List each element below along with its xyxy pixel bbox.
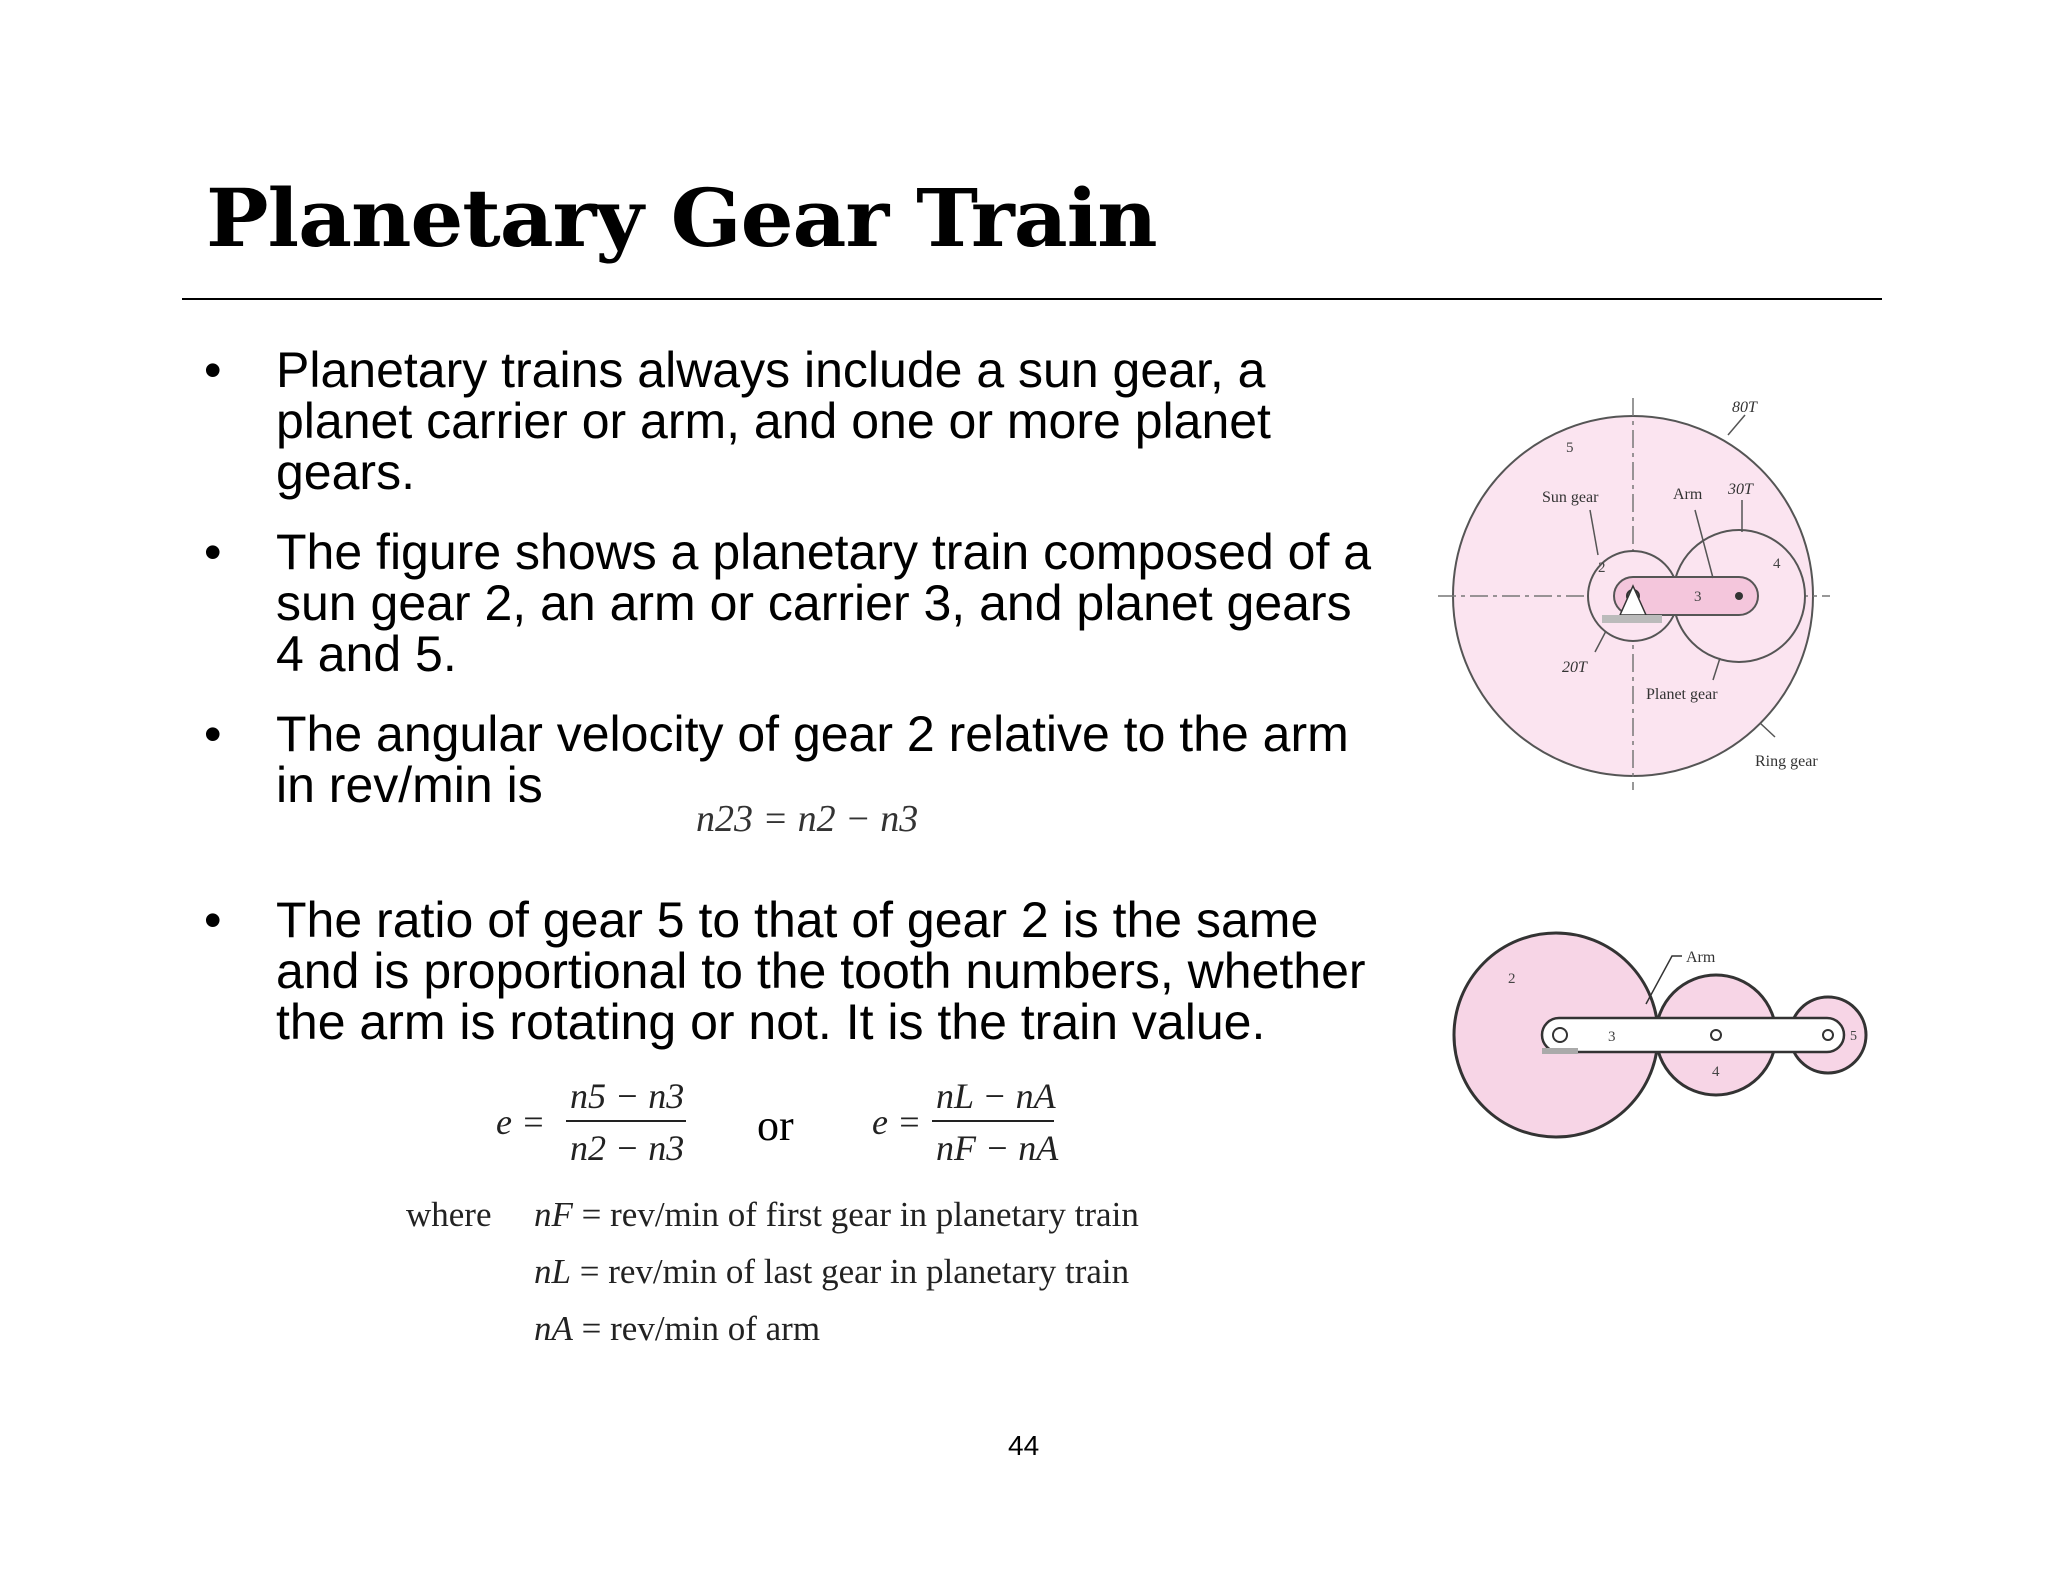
definition-symbol: nA [534,1309,573,1348]
label-gear4: 4 [1712,1064,1720,1080]
bullet-line: gears. [276,444,415,500]
equation-numerator: n5 − n3 [570,1076,685,1116]
bullet-marker: • [204,342,222,398]
fraction-bar [566,1120,686,1122]
label-arm: Arm [1673,486,1703,503]
label-gear2: 2 [1598,560,1606,576]
bullet-line: 4 and 5. [276,626,457,682]
title-divider [182,298,1882,300]
arrow-sun-gear [1589,509,1599,556]
equation-denominator: n2 − n3 [570,1128,685,1168]
bullet-item: • The ratio of gear 5 to that of gear 2 … [200,895,1366,1048]
arrow-ring-teeth [1727,414,1746,436]
arrow-ring-gear [1759,722,1776,738]
arm-pivot [1552,1027,1568,1043]
label-ring-teeth: 80T [1732,399,1758,416]
label-sun-teeth: 20T [1562,659,1588,676]
definition-symbol: nF [534,1195,573,1234]
label-gear2: 2 [1508,971,1516,987]
label-ring-gear: Ring gear [1755,753,1818,770]
label-gear3: 3 [1694,589,1702,605]
bullet-line: the arm is rotating or not. It is the tr… [276,994,1266,1050]
label-planet-teeth: 30T [1727,481,1754,498]
arm-link [1613,576,1759,616]
bullet-item: • The figure shows a planetary train com… [200,527,1371,680]
definition-text: = rev/min of arm [581,1309,821,1348]
label-arm: Arm [1686,949,1716,966]
bullet-marker: • [204,706,222,762]
bullet-marker: • [204,892,222,948]
arrow-sun-teeth [1594,630,1607,653]
definition-row: nF = rev/min of first gear in planetary … [534,1195,1139,1235]
bullet-line: Planetary trains always include a sun ge… [276,342,1266,398]
ground-hatch [1602,615,1662,623]
train-value-equation-2: e = nL − nA nF − nA [872,1075,1072,1175]
planetary-train-figure: 80T 5 Sun gear Arm 30T 2 3 4 20T Planet … [1438,398,1830,790]
fraction-bar [932,1120,1054,1122]
ground-hatch [1542,1048,1578,1054]
equation-lhs: e = [872,1102,922,1142]
definition-row: nA = rev/min of arm [534,1309,820,1349]
arm-link [1540,1016,1846,1054]
label-gear5: 5 [1850,1029,1857,1044]
bullet-line: in rev/min is [276,757,543,813]
arrow-arm [1694,509,1714,579]
definitions-lead: where [406,1195,492,1234]
equation-numerator: nL − nA [936,1076,1056,1116]
bullet-line: The angular velocity of gear 2 relative … [276,706,1349,762]
gear5-pin [1822,1029,1834,1041]
bullet-item: • The angular velocity of gear 2 relativ… [200,709,1349,811]
bullet-line: sun gear 2, an arm or carrier 3, and pla… [276,575,1352,631]
label-sun-gear: Sun gear [1542,489,1599,506]
label-gear5: 5 [1566,440,1574,456]
definition-symbol: nL [534,1252,571,1291]
label-gear3: 3 [1608,1029,1616,1045]
definition-text: = rev/min of first gear in planetary tra… [581,1195,1139,1234]
label-gear4: 4 [1773,556,1781,572]
bullet-line: The ratio of gear 5 to that of gear 2 is… [276,892,1319,948]
bullet-item: • Planetary trains always include a sun … [200,345,1271,498]
gear-train-side-figure: Arm 2 3 4 5 [1452,931,1868,1139]
definition-row: nL = rev/min of last gear in planetary t… [534,1252,1129,1292]
slide-title: Planetary Gear Train [206,171,1158,265]
bullet-line: and is proportional to the tooth numbers… [276,943,1366,999]
gear4-pin [1710,1029,1722,1041]
bullet-line: The figure shows a planetary train compo… [276,524,1372,580]
page-number: 44 [1008,1430,1040,1461]
bullet-marker: • [204,524,222,580]
arrow-planet-gear [1712,657,1721,681]
label-planet-gear: Planet gear [1646,686,1718,703]
definition-text: = rev/min of last gear in planetary trai… [579,1252,1130,1291]
arrow-arm [1645,955,1682,1005]
relative-velocity-equation: n23 = n2 − n3 [696,798,919,840]
equation-lhs: e = [496,1102,546,1142]
equation-denominator: nF − nA [936,1128,1059,1168]
planet-pin [1735,592,1743,600]
train-value-equation-1: e = n5 − n3 n2 − n3 [496,1075,696,1175]
or-word: or [757,1101,794,1150]
bullet-line: planet carrier or arm, and one or more p… [276,393,1271,449]
